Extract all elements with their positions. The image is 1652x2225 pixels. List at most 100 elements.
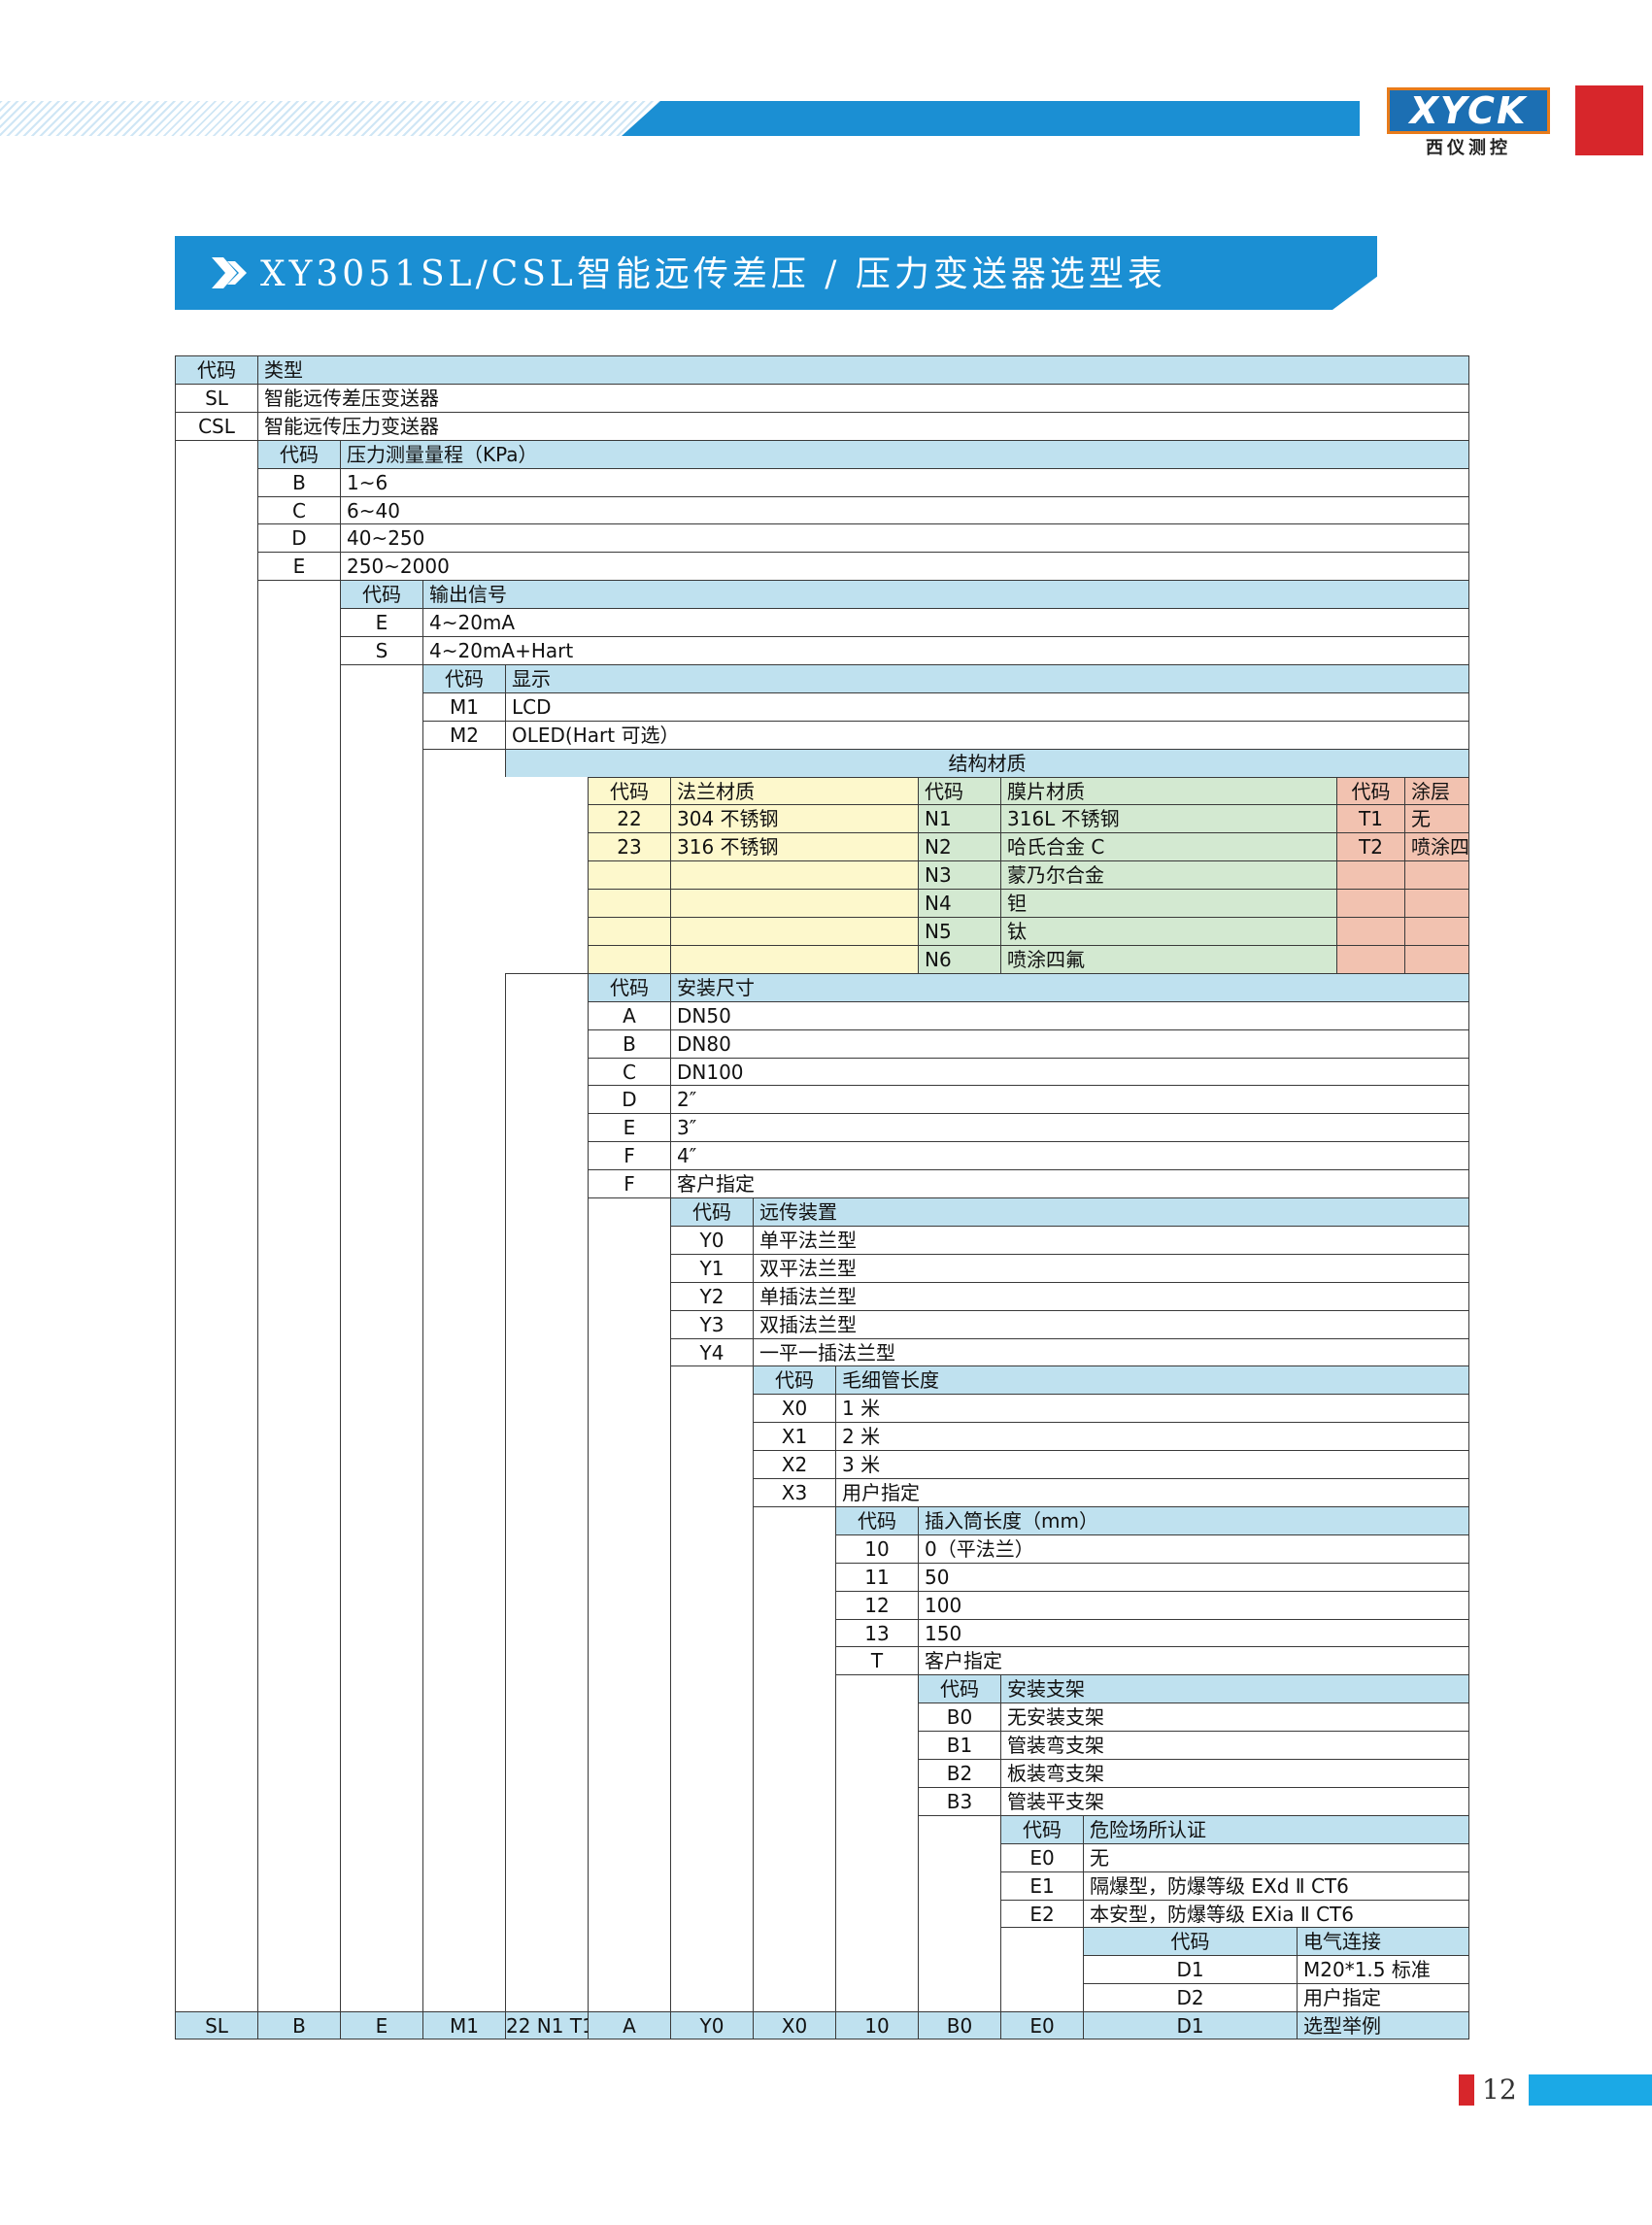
coating-cell xyxy=(1404,945,1469,973)
code-cell: B2 xyxy=(918,1759,1000,1787)
description-cell: 无 xyxy=(1083,1843,1469,1871)
tree-blank-cell xyxy=(175,440,257,2011)
flange-code-cell xyxy=(588,860,670,889)
code-cell: E xyxy=(340,608,422,636)
tree-blank-cell xyxy=(257,580,340,2011)
code-header-cell: 代码 xyxy=(918,1674,1000,1702)
code-header-cell: 代码 xyxy=(588,973,670,1001)
example-code-cell: Y0 xyxy=(670,2011,753,2040)
code-cell: E2 xyxy=(1000,1900,1083,1927)
description-cell: 2″ xyxy=(670,1085,1469,1113)
description-cell: LCD xyxy=(505,692,1469,721)
description-cell: DN80 xyxy=(670,1029,1469,1058)
title-banner xyxy=(175,236,1377,310)
coating-code-cell: T2 xyxy=(1336,832,1404,860)
coating-code-cell xyxy=(1336,945,1404,973)
diaphragm-material-cell: 蒙乃尔合金 xyxy=(1000,860,1336,889)
tree-blank-cell xyxy=(835,1674,918,2011)
description-cell: OLED(Hart 可选） xyxy=(505,721,1469,749)
category-header-cell: 显示 xyxy=(505,664,1469,692)
code-cell: E xyxy=(257,552,340,580)
category-header-cell: 电气连接 xyxy=(1297,1927,1469,1955)
code-header-cell: 代码 xyxy=(257,440,340,468)
code-cell: F xyxy=(588,1141,670,1169)
page-title: XY3051SL/CSL智能远传差压 / 压力变送器选型表 xyxy=(260,254,1166,294)
code-cell: X3 xyxy=(753,1478,835,1506)
flange-material-cell xyxy=(670,860,918,889)
description-cell: 双平法兰型 xyxy=(753,1254,1469,1282)
diaphragm-code-cell: N6 xyxy=(918,945,1000,973)
description-cell: 150 xyxy=(918,1619,1469,1646)
tree-blank-cell xyxy=(670,1365,753,2011)
code-cell: E0 xyxy=(1000,1843,1083,1871)
example-code-cell: SL xyxy=(175,2011,257,2040)
code-cell: X0 xyxy=(753,1394,835,1422)
code-cell: D2 xyxy=(1083,1983,1297,2011)
code-cell: SL xyxy=(175,384,257,412)
example-code-cell: B xyxy=(257,2011,340,2040)
code-cell: B3 xyxy=(918,1787,1000,1815)
code-header-cell: 代码 xyxy=(835,1506,918,1534)
material-header-diaphragm-material-cell: 膜片材质 xyxy=(1000,777,1336,804)
flange-material-cell xyxy=(670,889,918,917)
description-cell: 管装平支架 xyxy=(1000,1787,1469,1815)
description-cell: 50 xyxy=(918,1563,1469,1591)
diaphragm-material-cell: 喷涂四氟 xyxy=(1000,945,1336,973)
header-hatch-stripe xyxy=(0,101,670,136)
code-header-cell: 代码 xyxy=(753,1365,835,1394)
company-logo: XYCK 西仪测控 xyxy=(1387,87,1550,158)
code-cell: A xyxy=(588,1001,670,1029)
material-header-flange-code-cell: 代码 xyxy=(588,777,670,804)
coating-cell xyxy=(1404,860,1469,889)
code-cell: F xyxy=(588,1169,670,1197)
description-cell: 用户指定 xyxy=(1297,1983,1469,2011)
diaphragm-material-cell: 哈氏合金 C xyxy=(1000,832,1336,860)
description-cell: 一平一插法兰型 xyxy=(753,1338,1469,1365)
category-header-cell: 危险场所认证 xyxy=(1083,1815,1469,1843)
code-cell: B1 xyxy=(918,1731,1000,1759)
flange-code-cell: 22 xyxy=(588,804,670,832)
category-header-cell: 毛细管长度 xyxy=(835,1365,1469,1394)
code-cell: M2 xyxy=(422,721,505,749)
code-cell: C xyxy=(257,496,340,523)
coating-code-cell: T1 xyxy=(1336,804,1404,832)
coating-cell xyxy=(1404,889,1469,917)
flange-material-cell xyxy=(670,945,918,973)
flange-material-cell: 304 不锈钢 xyxy=(670,804,918,832)
page-number: 12 xyxy=(1482,2073,1517,2106)
category-header-cell: 远传装置 xyxy=(753,1197,1469,1226)
header-red-block xyxy=(1575,85,1643,155)
flange-code-cell xyxy=(588,917,670,945)
example-code-cell: D1 xyxy=(1083,2011,1297,2040)
description-cell: 智能远传差压变送器 xyxy=(257,384,1469,412)
code-cell: Y2 xyxy=(670,1282,753,1310)
flange-code-cell xyxy=(588,889,670,917)
flange-material-cell: 316 不锈钢 xyxy=(670,832,918,860)
description-cell: 本安型，防爆等级 EXia Ⅱ CT6 xyxy=(1083,1900,1469,1927)
code-cell: X1 xyxy=(753,1422,835,1450)
code-cell: T xyxy=(835,1646,918,1674)
code-cell: E xyxy=(588,1113,670,1141)
code-cell: X2 xyxy=(753,1450,835,1478)
diaphragm-material-cell: 钽 xyxy=(1000,889,1336,917)
tree-blank-cell xyxy=(588,1197,670,2011)
description-cell: 用户指定 xyxy=(835,1478,1469,1506)
description-cell: 6~40 xyxy=(340,496,1469,523)
material-header-diaphragm-code-cell: 代码 xyxy=(918,777,1000,804)
example-code-cell: E0 xyxy=(1000,2011,1083,2040)
page-number-red-mark xyxy=(1459,2074,1474,2106)
double-chevron-icon xyxy=(212,257,247,288)
category-header-cell: 安装尺寸 xyxy=(670,973,1469,1001)
description-cell: 单插法兰型 xyxy=(753,1282,1469,1310)
code-cell: B0 xyxy=(918,1702,1000,1731)
coating-cell: 喷涂四氟 xyxy=(1404,832,1469,860)
code-cell: C xyxy=(588,1058,670,1085)
diaphragm-code-cell: N5 xyxy=(918,917,1000,945)
code-cell: 13 xyxy=(835,1619,918,1646)
coating-cell xyxy=(1404,917,1469,945)
coating-code-cell xyxy=(1336,860,1404,889)
code-cell: Y3 xyxy=(670,1310,753,1338)
description-cell: 隔爆型，防爆等级 EXd Ⅱ CT6 xyxy=(1083,1871,1469,1900)
description-cell: 智能远传压力变送器 xyxy=(257,412,1469,440)
code-cell: D xyxy=(588,1085,670,1113)
